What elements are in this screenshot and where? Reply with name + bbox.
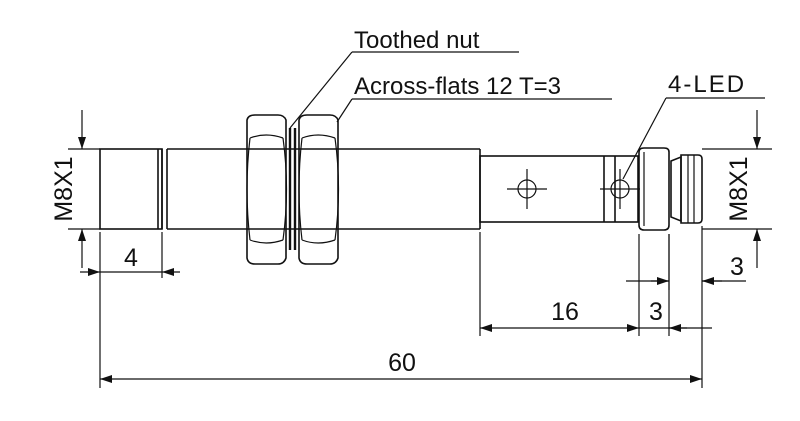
led-callout: 4-LED: [622, 71, 765, 180]
connector-dimension: 3: [626, 234, 746, 290]
dim-total-60: 60: [388, 349, 416, 377]
dim-cap-3: 3: [649, 298, 663, 326]
toothed-nut-right: [298, 114, 340, 265]
thread-dimension-left: M8X1: [50, 110, 100, 268]
thread-dimension-right: M8X1: [702, 110, 772, 268]
connector: [670, 154, 703, 224]
end-cap: [638, 147, 670, 231]
nut-separator: [288, 128, 297, 250]
dim-connector-3: 3: [730, 253, 744, 281]
led-label: 4-LED: [668, 71, 746, 98]
crosshair-mark-1: [507, 169, 547, 209]
thread-label-right: M8X1: [725, 156, 753, 221]
dim-front-4: 4: [124, 244, 138, 272]
toothed-nut-left: [246, 114, 288, 265]
front-dimension: 4: [80, 232, 180, 278]
across-flats-label: Across-flats 12 T=3: [354, 73, 561, 100]
sensor-body: [99, 147, 703, 231]
dim-rear-16: 16: [551, 298, 579, 326]
total-length-dimension: 60: [99, 226, 703, 388]
across-flats-callout: Across-flats 12 T=3: [336, 73, 612, 123]
rear-dimensions: 16 3: [479, 232, 712, 336]
thread-label-left: M8X1: [50, 156, 78, 221]
toothed-nut-label: Toothed nut: [354, 27, 480, 54]
toothed-nut-callout: Toothed nut: [289, 27, 519, 129]
led-indicator-mark: [600, 169, 640, 209]
front-sleeve: [99, 148, 163, 230]
